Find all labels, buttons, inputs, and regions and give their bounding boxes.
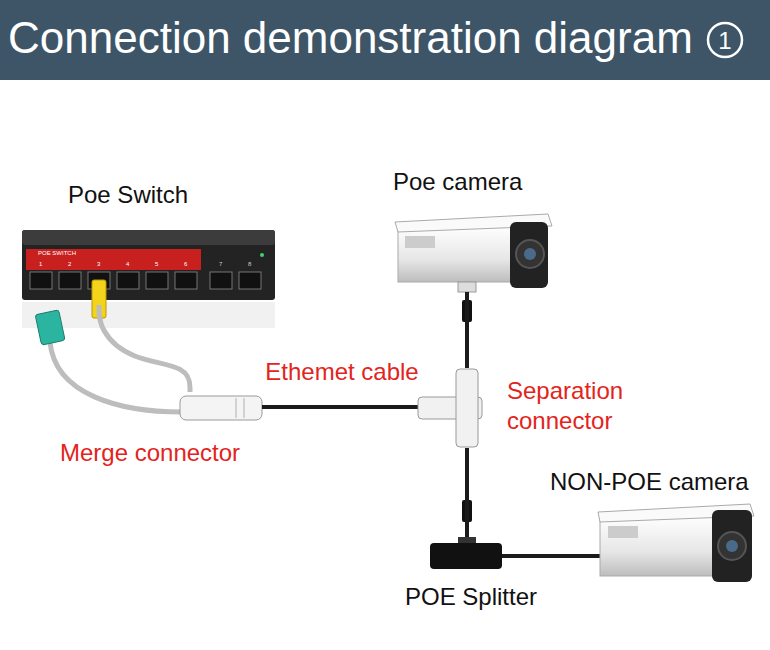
cable-stub xyxy=(262,405,271,409)
tee-connector xyxy=(456,369,478,447)
splitter-node: POE Splitter xyxy=(400,537,545,615)
node-label: Merge connector xyxy=(60,438,240,467)
camera-mount xyxy=(458,282,476,292)
plug-ridge xyxy=(244,398,245,418)
port-number: 6 xyxy=(184,261,187,268)
rj45-plug xyxy=(35,310,65,345)
page-title: Connection demonstration diagram xyxy=(8,10,693,66)
cable-stub xyxy=(502,554,546,558)
device-text: POE SWITCH xyxy=(38,250,76,257)
cable-stub xyxy=(549,554,601,558)
cable-connector xyxy=(545,554,550,558)
port-number: 5 xyxy=(155,261,158,268)
separation-connector-node: Separation connector xyxy=(415,368,640,448)
switch-port xyxy=(59,272,81,289)
port-number: 3 xyxy=(97,261,100,268)
node-label: Separation connector xyxy=(507,376,632,436)
port-number: 8 xyxy=(248,261,251,268)
switch-port xyxy=(117,272,139,289)
camera-sticker xyxy=(608,526,638,538)
switch-top xyxy=(22,230,275,245)
port-number: 4 xyxy=(126,261,129,268)
switch-body xyxy=(22,230,275,300)
node-label: Poe camera xyxy=(393,167,522,196)
port-number: 2 xyxy=(68,261,71,268)
camera-node: NON-POE camera xyxy=(550,465,757,590)
number-circle xyxy=(708,23,742,57)
camera-lens xyxy=(516,240,544,268)
node-label: POE Splitter xyxy=(405,582,537,611)
switch-port xyxy=(175,272,197,289)
cable-connector xyxy=(99,305,190,392)
cable-connector xyxy=(465,292,469,368)
camera-front xyxy=(712,510,752,582)
switch-port xyxy=(146,272,168,289)
camera-body xyxy=(398,226,520,282)
switch-port xyxy=(239,272,261,289)
plug-ridge xyxy=(236,398,237,418)
camera-node: Poe camera xyxy=(388,165,555,292)
cable-label: Ethemet cable xyxy=(263,358,420,386)
camera-front xyxy=(510,222,548,288)
switch-led xyxy=(260,253,264,257)
camera-sticker xyxy=(405,236,435,248)
switch-port xyxy=(30,272,52,289)
merge-connector-node: Merge connector xyxy=(55,392,270,472)
camera-body xyxy=(600,516,722,576)
camera-lens xyxy=(726,540,738,552)
splitter-body xyxy=(430,543,502,569)
switch-stripe xyxy=(26,249,201,270)
callout-number: 1 xyxy=(718,26,731,55)
switch-node: Poe Switch xyxy=(18,178,280,305)
cable-connector xyxy=(465,448,469,537)
switch-port xyxy=(210,272,232,289)
cable-connector xyxy=(270,405,415,409)
merge-plug xyxy=(180,396,262,420)
data-cable xyxy=(50,342,182,412)
node-label: NON-POE camera xyxy=(550,467,749,496)
port-number: 7 xyxy=(219,261,222,268)
node-label: Poe Switch xyxy=(68,180,188,209)
camera-lens xyxy=(524,248,536,260)
camera-lens xyxy=(718,532,746,560)
port-number: 1 xyxy=(39,261,42,268)
